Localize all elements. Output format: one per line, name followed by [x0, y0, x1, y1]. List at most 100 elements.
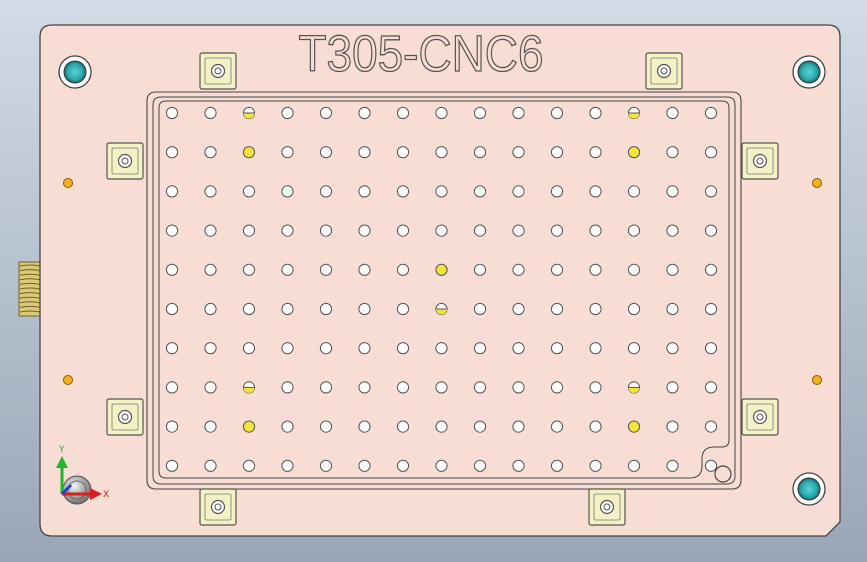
vacuum-hole: [589, 224, 602, 237]
vacuum-hole: [704, 185, 718, 198]
vacuum-hole: [512, 106, 525, 120]
vacuum-hole: [242, 185, 256, 198]
vacuum-hole: [281, 381, 294, 394]
thread-line: [19, 282, 41, 285]
vacuum-hole: [627, 381, 641, 394]
vacuum-hole: [281, 146, 294, 159]
vacuum-hole: [396, 302, 410, 316]
vacuum-hole: [512, 302, 525, 316]
vacuum-hole: [165, 459, 179, 472]
vacuum-hole: [242, 381, 256, 394]
vacuum-hole: [204, 342, 217, 355]
vacuum-hole: [473, 224, 487, 237]
vacuum-hole: [319, 224, 333, 237]
stud-threads: [19, 264, 41, 313]
vacuum-hole: [589, 381, 602, 394]
vacuum-hole: [358, 185, 371, 198]
vacuum-hole: [627, 459, 641, 472]
clamp-pads: [106, 52, 779, 526]
vacuum-hole: [550, 302, 564, 316]
clamp-pad: [741, 142, 779, 180]
vacuum-hole: [165, 185, 179, 198]
vacuum-hole: [165, 381, 179, 394]
locating-pin: [63, 375, 73, 385]
vacuum-hole: [550, 420, 564, 433]
vacuum-hole: [550, 381, 564, 394]
vacuum-hole: [473, 302, 487, 316]
vacuum-hole: [473, 106, 487, 120]
thread-line: [19, 310, 41, 313]
vacuum-hole: [589, 342, 602, 355]
vacuum-hole: [281, 459, 294, 472]
vacuum-hole: [358, 224, 371, 237]
vacuum-hole: [627, 224, 641, 237]
vacuum-hole: [165, 420, 179, 433]
vacuum-hole: [396, 185, 410, 198]
locating-pin: [812, 375, 822, 385]
vacuum-hole: [319, 342, 333, 355]
vacuum-hole: [319, 263, 333, 276]
vacuum-hole: [435, 224, 448, 237]
vacuum-hole: [550, 146, 564, 159]
vacuum-hole: [396, 342, 410, 355]
vacuum-hole: [165, 106, 179, 120]
vacuum-hole: [396, 106, 410, 120]
x-axis-label: X: [103, 490, 109, 500]
vacuum-hole: [550, 106, 564, 120]
vacuum-hole: [396, 263, 410, 276]
vacuum-hole: [281, 420, 294, 433]
vacuum-hole: [704, 263, 718, 276]
vacuum-hole: [358, 381, 371, 394]
vacuum-hole: [242, 342, 256, 355]
vacuum-hole: [396, 224, 410, 237]
x-axis-arrowhead: [90, 488, 102, 500]
vacuum-hole: [319, 106, 333, 120]
vacuum-hole: [242, 420, 256, 433]
vacuum-hole: [281, 263, 294, 276]
vacuum-hole: [435, 342, 448, 355]
vacuum-hole: [704, 381, 718, 394]
vacuum-hole: [589, 106, 602, 120]
vacuum-hole: [627, 106, 641, 120]
vacuum-hole: [358, 106, 371, 120]
vacuum-hole: [550, 263, 564, 276]
corner-locating-bolts: [58, 55, 826, 506]
vacuum-hole: [627, 146, 641, 159]
vacuum-hole: [358, 146, 371, 159]
vacuum-hole: [204, 185, 217, 198]
vacuum-hole: [204, 459, 217, 472]
vacuum-hole: [666, 263, 679, 276]
vacuum-hole: [358, 302, 371, 316]
vacuum-hole: [704, 106, 718, 120]
vacuum-hole: [396, 146, 410, 159]
coordinate-triad[interactable]: Y X: [56, 445, 109, 505]
thread-line: [19, 278, 41, 281]
vacuum-hole: [204, 302, 217, 316]
vacuum-hole: [435, 185, 448, 198]
vacuum-hole: [666, 420, 679, 433]
vacuum-hole: [319, 302, 333, 316]
vacuum-hole: [204, 263, 217, 276]
vacuum-hole: [627, 302, 641, 316]
vacuum-hole: [204, 381, 217, 394]
vacuum-hole: [627, 263, 641, 276]
vacuum-hole: [666, 146, 679, 159]
vacuum-hole: [165, 224, 179, 237]
vacuum-hole: [242, 224, 256, 237]
locating-pin: [63, 178, 73, 188]
vacuum-hole: [435, 381, 448, 394]
side-threaded-stud: [18, 261, 42, 317]
vacuum-hole: [704, 146, 718, 159]
vacuum-hole: [165, 342, 179, 355]
vacuum-hole: [627, 420, 641, 433]
vacuum-hole: [666, 381, 679, 394]
vacuum-hole: [550, 185, 564, 198]
vacuum-hole: [704, 459, 718, 472]
vacuum-hole: [666, 302, 679, 316]
vacuum-hole: [435, 302, 448, 316]
vacuum-hole: [473, 185, 487, 198]
thread-line: [19, 292, 41, 295]
vacuum-hole: [435, 459, 448, 472]
vacuum-hole: [512, 146, 525, 159]
